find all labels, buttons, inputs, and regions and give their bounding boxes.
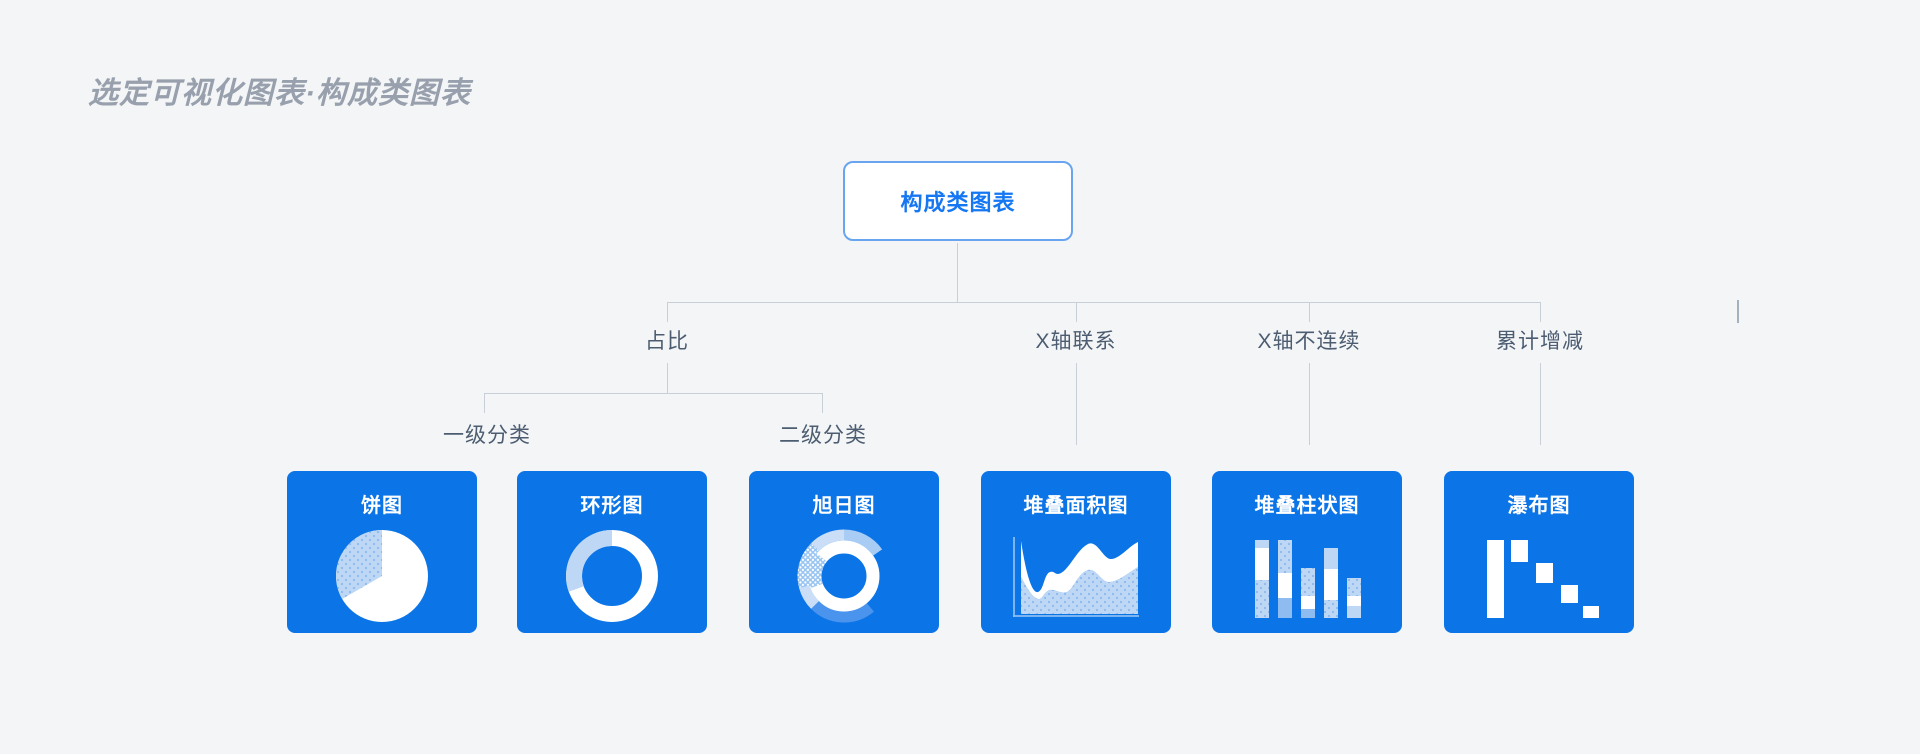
stacked-area-chart-icon <box>981 518 1171 633</box>
sub-label-level2-category: 二级分类 <box>779 424 867 447</box>
connector-sub-tick-left <box>484 393 485 413</box>
connector-sub-trunk <box>484 393 822 394</box>
connector-tick-xaxis-discontinuous <box>1309 302 1310 322</box>
sunburst-chart-icon <box>749 518 939 633</box>
stacked-column-chart-icon <box>1212 518 1402 633</box>
connector-sub-tick-right <box>822 393 823 413</box>
connector-root-stem <box>957 243 958 302</box>
stray-line-mark <box>1737 300 1739 323</box>
card-waterfall-chart-label: 瀑布图 <box>1507 495 1571 517</box>
card-pie-chart-label: 饼图 <box>361 495 403 517</box>
card-stacked-area-chart-label: 堆叠面积图 <box>1023 495 1129 517</box>
connector-stem-xaxis-related <box>1076 363 1077 445</box>
card-stacked-column-chart-label: 堆叠柱状图 <box>1254 495 1360 517</box>
connector-tick-xaxis-related <box>1076 302 1077 322</box>
connector-stem-proportion <box>667 363 668 393</box>
branch-label-cumulative: 累计增减 <box>1496 330 1584 353</box>
card-stacked-column-chart[interactable]: 堆叠柱状图 <box>1212 471 1402 633</box>
sub-label-level1-category: 一级分类 <box>443 424 531 447</box>
waterfall-chart-icon <box>1444 518 1634 633</box>
connector-tick-proportion <box>667 302 668 322</box>
card-pie-chart[interactable]: 饼图 <box>287 471 477 633</box>
branch-label-xaxis-related: X轴联系 <box>1035 330 1117 353</box>
tree-root-label: 构成类图表 <box>900 190 1016 215</box>
connector-tick-cumulative <box>1540 302 1541 322</box>
connector-trunk <box>667 302 1540 303</box>
branch-label-xaxis-discontinuous: X轴不连续 <box>1257 330 1361 353</box>
card-stacked-area-chart[interactable]: 堆叠面积图 <box>981 471 1171 633</box>
card-donut-chart-label: 环形图 <box>580 495 644 517</box>
donut-chart-icon <box>517 518 707 633</box>
connector-stem-xaxis-discontinuous <box>1309 363 1310 445</box>
card-sunburst-chart-label: 旭日图 <box>812 495 876 517</box>
connector-stem-cumulative <box>1540 363 1541 445</box>
tree-root-node[interactable]: 构成类图表 <box>843 161 1073 241</box>
card-waterfall-chart[interactable]: 瀑布图 <box>1444 471 1634 633</box>
card-sunburst-chart[interactable]: 旭日图 <box>749 471 939 633</box>
branch-label-proportion: 占比 <box>645 330 689 353</box>
page-title: 选定可视化图表·构成类图表 <box>88 77 471 110</box>
pie-chart-icon <box>287 518 477 633</box>
card-donut-chart[interactable]: 环形图 <box>517 471 707 633</box>
